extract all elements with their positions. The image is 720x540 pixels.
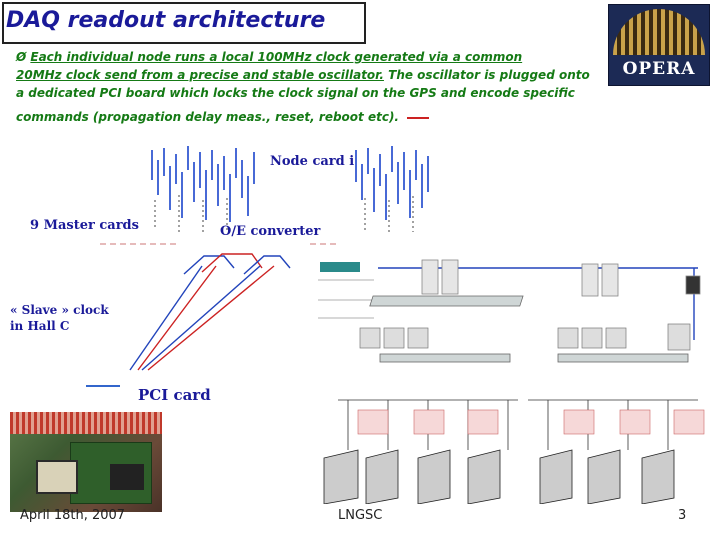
bullet-text-1: Each individual node runs a local 100MHz… <box>30 50 523 64</box>
trace-group-right <box>355 146 429 220</box>
fibre-red-b <box>147 265 275 371</box>
slave-clock-line-2: in Hall C <box>10 319 70 333</box>
bullet-line-4: commands (propagation delay meas., reset… <box>16 108 606 126</box>
title-frame <box>2 2 366 44</box>
fibre-red-a <box>137 265 217 371</box>
bullet-marker-icon: Ø <box>16 50 27 64</box>
oe-loop-blue-2 <box>243 255 291 275</box>
master-cards-label: 9 Master cards <box>30 218 139 233</box>
logo-arch-graphic <box>613 9 705 55</box>
bullet-line-3: a dedicated PCI board which locks the cl… <box>16 86 575 100</box>
slide-title: DAQ readout architecture <box>6 8 326 33</box>
bullet-text-2: 20MHz clock send from a precise and stab… <box>16 68 384 82</box>
slave-clock-line-1: « Slave » clock <box>10 303 109 317</box>
diagram-legend-badge <box>320 262 360 272</box>
footer-date-text: April 18th, 2007 <box>20 508 126 523</box>
photo-oscillator-chip <box>36 460 78 494</box>
trace-group-left <box>151 146 255 222</box>
bullet-text-4: commands (propagation delay meas., reset… <box>16 110 399 124</box>
bullet-line-1: Ø Each individual node runs a local 100M… <box>16 48 606 66</box>
fibre-blue-a <box>129 265 203 371</box>
node-card-label: Node card i <box>270 154 355 169</box>
pci-card-label: PCI card <box>138 386 211 404</box>
oe-loop-blue-1 <box>183 255 235 275</box>
opera-logo: OPERA <box>608 4 710 86</box>
bullet-text-2b: The oscillator is plugged onto <box>383 68 590 82</box>
slave-clock-label: « Slave » clock in Hall C <box>10 302 109 334</box>
label-underline-dashes <box>100 243 340 245</box>
network-switches <box>369 295 689 363</box>
bullet-line-2: 20MHz clock send from a precise and stab… <box>16 66 606 84</box>
fibre-lines <box>86 253 291 387</box>
clock-signal-traces <box>151 146 429 232</box>
footer-page-number: 3 <box>678 508 687 523</box>
photo-connector <box>110 464 144 490</box>
pci-card-photo <box>10 412 162 512</box>
footer-venue: LNGSC <box>338 508 383 523</box>
oe-converter-label: O/E converter <box>220 224 321 239</box>
fibre-blue-b <box>141 265 261 371</box>
detector-planes <box>323 449 675 504</box>
server-towers <box>421 259 701 297</box>
red-module-stacks <box>357 409 705 435</box>
oe-loop-red-1 <box>201 253 263 273</box>
trace-dashes <box>154 195 414 232</box>
network-diagram <box>318 250 706 504</box>
photo-cable-strip <box>10 412 162 434</box>
footer-date: April 18th, 2007 <box>20 508 125 523</box>
logo-text: OPERA <box>622 59 696 79</box>
daq-boxes <box>359 323 691 351</box>
red-underscore <box>407 116 430 119</box>
bullet-paragraph: Ø Each individual node runs a local 100M… <box>16 48 606 126</box>
